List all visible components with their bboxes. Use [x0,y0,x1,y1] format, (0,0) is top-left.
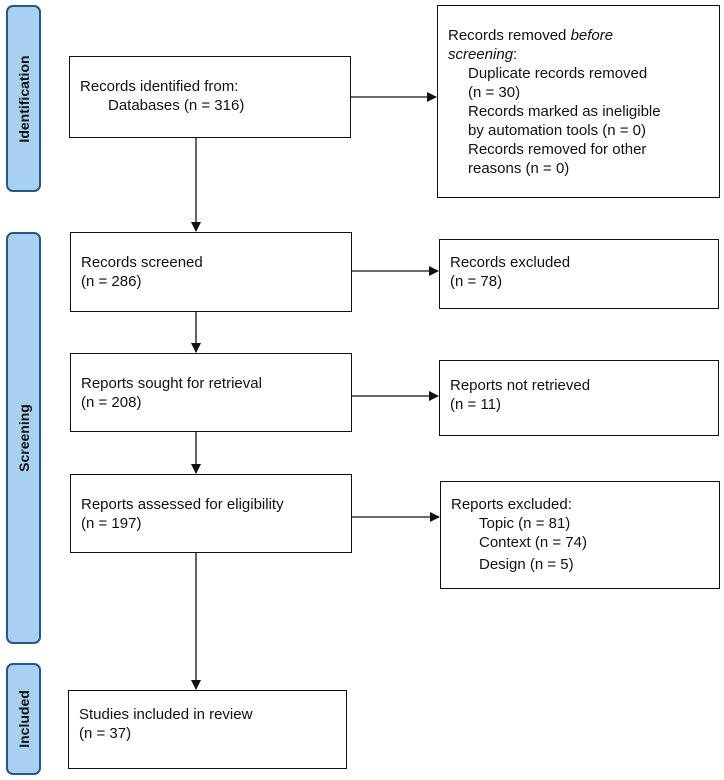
reports-not-retrieved-title: Reports not retrieved [450,377,591,394]
records-removed-line: Records removed for other [468,141,647,158]
records-screened-box: Records screened (n = 286) [70,232,352,312]
reports-excluded-title: Reports excluded: [451,496,572,513]
reports-excluded-reason: Context (n = 74) [479,534,587,551]
reports-sought-title: Reports sought for retrieval [81,375,262,392]
reports-excluded-reason: Design (n = 5) [479,556,574,573]
studies-included-count: (n = 37) [79,725,132,742]
records-excluded-box: Records excluded (n = 78) [439,239,719,309]
records-removed-line: reasons (n = 0) [468,160,570,177]
phase-included: Included [6,663,41,775]
reports-assessed-box: Reports assessed for eligibility (n = 19… [70,474,352,553]
phase-screening: Screening [6,232,41,644]
records-screened-title: Records screened [81,254,203,271]
records-identified-title: Records identified from: [80,78,239,95]
records-identified-box: Records identified from: Databases (n = … [69,56,351,138]
records-removed-line: (n = 30) [468,84,521,101]
reports-excluded-reason: Topic (n = 81) [479,515,571,532]
reports-sought-count: (n = 208) [81,394,142,411]
records-removed-title-line2-suffix: : [513,46,518,63]
studies-included-title: Studies included in review [79,706,253,723]
records-removed-line: by automation tools (n = 0) [468,122,647,139]
records-removed-title-prefix: Records removed [448,27,571,44]
reports-assessed-count: (n = 197) [81,515,142,532]
reports-excluded-box: Reports excluded: Topic (n = 81) Context… [440,481,720,589]
records-removed-title-line2-emphasis: screening [448,46,514,63]
reports-sought-box: Reports sought for retrieval (n = 208) [70,353,352,432]
records-excluded-count: (n = 78) [450,273,503,290]
records-removed-line: Records marked as ineligible [468,103,661,120]
studies-included-box: Studies included in review (n = 37) [68,690,347,769]
phase-identification: Identification [6,5,41,192]
records-screened-count: (n = 286) [81,273,142,290]
records-removed-title-line1: Records removed before [448,26,709,45]
reports-not-retrieved-box: Reports not retrieved (n = 11) [439,360,719,436]
reports-not-retrieved-count: (n = 11) [450,396,501,413]
records-removed-title-line2: screening: [448,45,709,64]
records-removed-title-emphasis: before [570,27,614,44]
records-removed-line: Duplicate records removed [468,65,648,82]
reports-assessed-title: Reports assessed for eligibility [81,496,284,513]
records-identified-databases: Databases (n = 316) [108,97,245,114]
records-excluded-title: Records excluded [450,254,571,271]
records-removed-box: Records removed before screening: Duplic… [437,5,720,198]
